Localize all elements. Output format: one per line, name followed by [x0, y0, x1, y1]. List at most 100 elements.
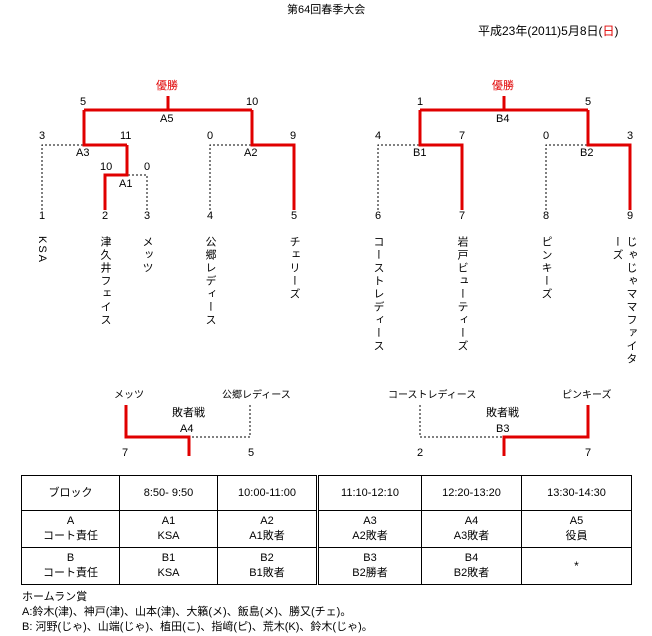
a-champion-label: 優勝 [156, 80, 178, 92]
court-duty: B1敗者 [249, 567, 285, 579]
b3-left-score: 2 [417, 447, 424, 459]
b3-game-label: B3 [496, 423, 510, 435]
b1-game-label: B1 [413, 147, 427, 159]
date-day: 日 [602, 24, 615, 38]
homerun-line-a: A:鈴木(津)、神戸(津)、山本(津)、大籟(メ)、飯島(メ)、勝又(チェ)。 [22, 606, 352, 618]
slot-number: 5 [291, 210, 298, 222]
game-id: A1 [161, 515, 176, 527]
b3-consolation-label: 敗者戦 [486, 407, 519, 419]
team-name-ksa: KSA [36, 236, 48, 265]
block-name: A [66, 515, 75, 527]
team-name-cherries: チェリーズ [288, 236, 300, 301]
a4-right-team: 公郷レディース [222, 390, 291, 401]
a1-game-label: A1 [119, 178, 133, 190]
block-name: B [66, 552, 75, 564]
b3-winner-path [502, 405, 590, 456]
game-id: B1 [161, 552, 176, 564]
a4-right-score: 5 [248, 447, 255, 459]
header-cell: ブロック [21, 475, 120, 511]
b1-right-score: 7 [459, 130, 466, 142]
schedule-header-row: ブロック 8:50- 9:50 10:00-11:00 11:10-12:10 … [21, 475, 632, 511]
b2-left-path [545, 144, 588, 210]
game-id: A2 [260, 515, 274, 527]
b2-left-score: 0 [543, 130, 550, 142]
a4-winner-path [124, 405, 191, 456]
team-name-kugo: 公郷レディース [204, 236, 216, 327]
block-sub: コート責任 [43, 567, 98, 579]
a5-winner-path [84, 96, 170, 112]
b3-right-team: ピンキーズ [562, 390, 612, 401]
court-duty: KSA [157, 567, 180, 579]
slot-number: 8 [543, 210, 550, 222]
date-prefix: 平成23年(2011)5月8日( [478, 24, 603, 38]
game-id: B3 [363, 552, 377, 564]
block-cell: B コート責任 [21, 547, 120, 585]
game-id: B2 [260, 552, 274, 564]
b3-left-path [419, 405, 504, 438]
game-id: A3 [363, 515, 377, 527]
slot-number: 1 [39, 210, 46, 222]
header-cell: 8:50- 9:50 [119, 475, 218, 511]
a2-left-path [209, 144, 252, 210]
a2-right-score: 9 [290, 130, 297, 142]
court-duty: A1敗者 [249, 530, 285, 542]
court-duty: B2敗者 [453, 567, 490, 579]
b4-right-score: 5 [585, 96, 592, 108]
a2-game-label: A2 [244, 147, 258, 159]
b2-winner-path [586, 110, 632, 210]
homerun-line-b: B: 河野(じゃ)、山端(じゃ)、植田(こ)、指﨑(ピ)、荒木(K)、鈴木(じゃ… [22, 621, 373, 633]
header-cell: 13:30-14:30 [521, 475, 632, 511]
a1-winner-path [103, 145, 129, 210]
court-duty: 役員 [565, 530, 588, 542]
page-title: 第64回春季大会 [287, 4, 366, 16]
a4-left-score: 7 [122, 447, 129, 459]
b1-left-path [377, 144, 420, 210]
slot-number: 2 [102, 210, 109, 222]
slot-number: 3 [144, 210, 151, 222]
a4-left-team: メッツ [114, 390, 144, 401]
b3-right-score: 7 [585, 447, 592, 459]
b-champion-label: 優勝 [492, 80, 514, 92]
team-name-tsukui: 津久井フェイス [99, 236, 111, 327]
a5-left-score: 5 [80, 96, 87, 108]
team-name-mets: メッツ [141, 236, 153, 275]
team-name-jaja: じゃじゃママファイターズ [611, 236, 637, 366]
b4-left-score: 1 [417, 96, 424, 108]
court-duty: A2敗者 [352, 530, 388, 542]
schedule-table: ブロック 8:50- 9:50 10:00-11:00 11:10-12:10 … [21, 475, 632, 585]
a4-consolation-label: 敗者戦 [172, 407, 205, 419]
a3-left-path [41, 144, 84, 210]
b4-game-label: B4 [496, 113, 510, 125]
event-date: 平成23年(2011)5月8日(日) [478, 25, 619, 37]
slot-number: 9 [627, 210, 634, 222]
game-id: A4 [464, 515, 479, 527]
date-suffix: ) [614, 24, 619, 38]
team-name-pinkies: ピンキーズ [540, 236, 552, 301]
a1-right-path [127, 174, 148, 210]
court-duty: KSA [157, 530, 180, 542]
court-duty: B2勝者 [352, 567, 388, 579]
header-cell: 10:00-11:00 [217, 475, 318, 511]
empty-slot-marker: * [521, 547, 632, 585]
a3-game-label: A3 [76, 147, 90, 159]
team-name-iwato: 岩戸ビューティーズ [456, 236, 468, 353]
slot-number: 6 [375, 210, 382, 222]
a1-right-score: 0 [144, 161, 151, 173]
b4-winner-path [502, 96, 588, 112]
b1-winner-path [418, 110, 464, 210]
a2-left-score: 0 [207, 130, 214, 142]
b1-left-score: 4 [375, 130, 382, 142]
header-cell: 11:10-12:10 [316, 475, 422, 511]
b3-left-team: コーストレディース [388, 390, 477, 401]
game-id: B4 [464, 552, 479, 564]
